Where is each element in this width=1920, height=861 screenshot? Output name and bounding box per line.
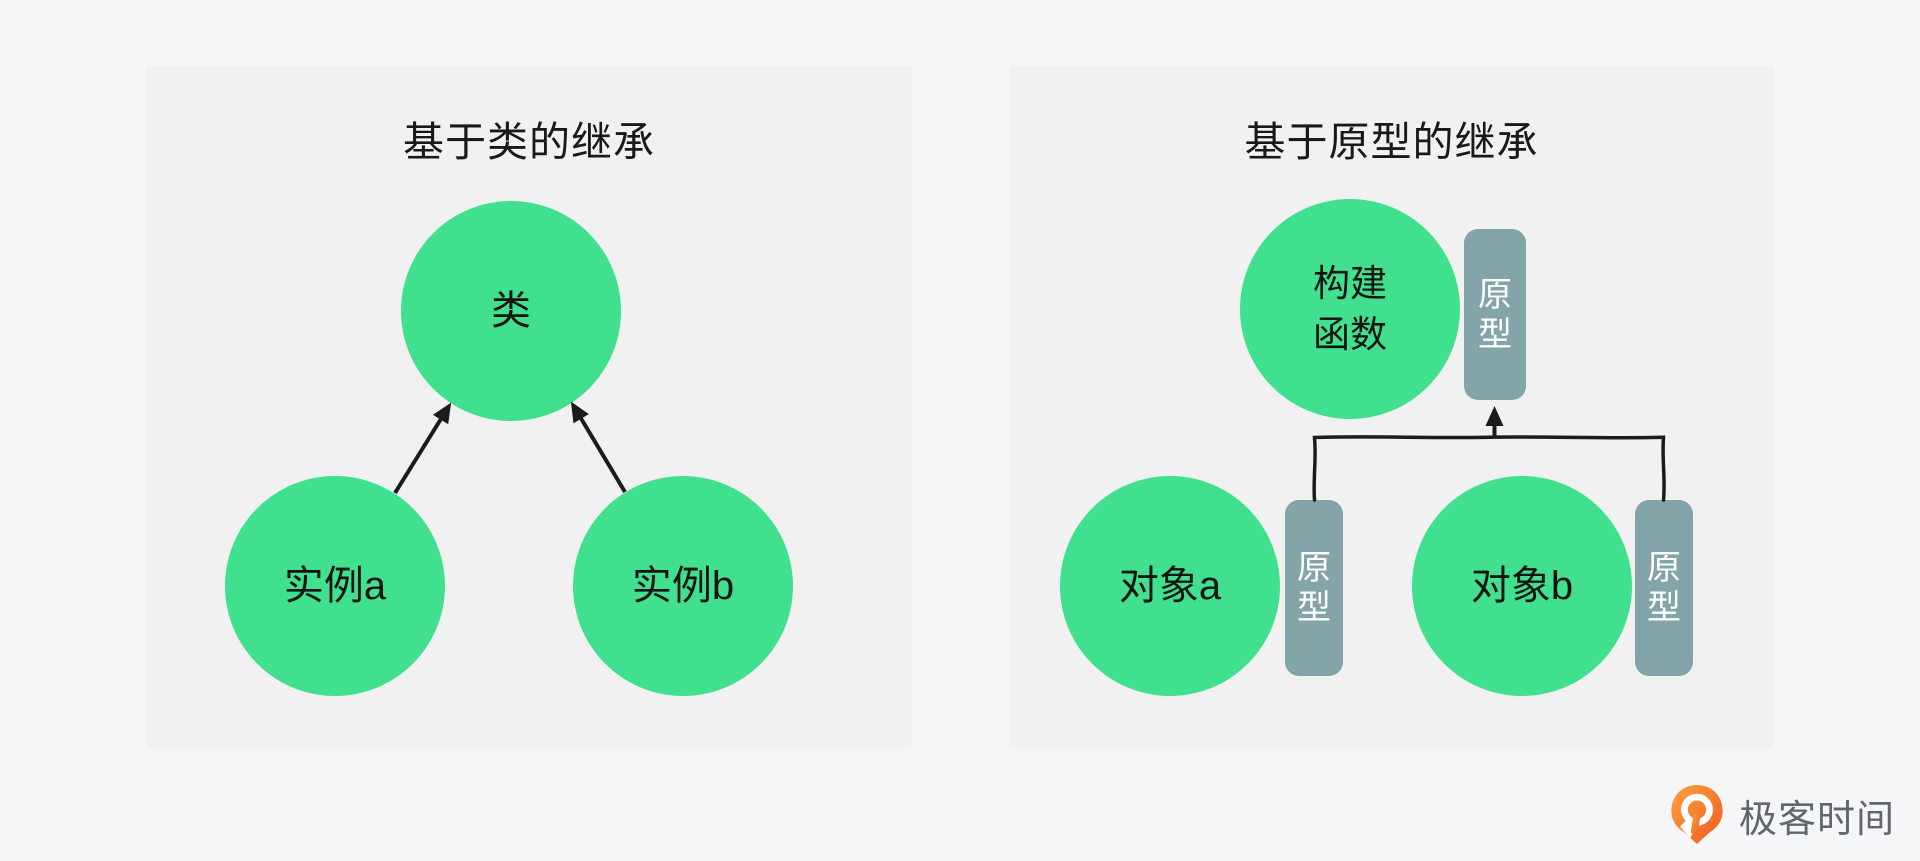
prototype-tag-constructor: 原 型 bbox=[1464, 229, 1526, 400]
node-object-a: 对象a bbox=[1060, 476, 1280, 696]
prototype-tag-char: 型 bbox=[1647, 589, 1681, 627]
prototype-tag-char: 型 bbox=[1478, 315, 1512, 354]
node-object-b: 对象b bbox=[1412, 476, 1632, 696]
prototype-tag-char: 型 bbox=[1297, 589, 1331, 627]
prototype-tag-object-a: 原 型 bbox=[1285, 500, 1343, 676]
panel-title-class: 基于类的继承 bbox=[403, 119, 655, 165]
geektime-logo-icon bbox=[1671, 785, 1723, 844]
node-object-a-label: 对象a bbox=[1118, 564, 1222, 608]
panel-title-prototype: 基于原型的继承 bbox=[1244, 119, 1539, 165]
panel-prototype-inheritance: 基于原型的继承 构建 函数 原 型 对象a 原 型 对象b 原 型 bbox=[1009, 66, 1774, 748]
prototype-tag-object-b: 原 型 bbox=[1635, 500, 1693, 676]
node-constructor: 构建 函数 bbox=[1240, 199, 1460, 419]
node-class-label: 类 bbox=[491, 289, 531, 333]
node-constructor-line1: 构建 bbox=[1313, 262, 1387, 304]
node-object-b-label: 对象b bbox=[1470, 564, 1574, 608]
panel-class-inheritance: 基于类的继承 类 实例a 实例b bbox=[146, 66, 912, 748]
node-instance-a: 实例a bbox=[225, 476, 445, 696]
node-instance-b-label: 实例b bbox=[631, 564, 735, 608]
node-instance-b: 实例b bbox=[573, 476, 793, 696]
node-constructor-line2: 函数 bbox=[1313, 314, 1387, 355]
node-class: 类 bbox=[401, 201, 621, 421]
brand-name: 极客时间 bbox=[1739, 798, 1896, 841]
prototype-tag-char: 原 bbox=[1647, 549, 1681, 587]
brand-footer: 极客时间 bbox=[1668, 784, 1895, 846]
prototype-tag-char: 原 bbox=[1478, 275, 1512, 314]
prototype-tag-char: 原 bbox=[1297, 549, 1331, 587]
node-instance-a-label: 实例a bbox=[283, 564, 387, 608]
